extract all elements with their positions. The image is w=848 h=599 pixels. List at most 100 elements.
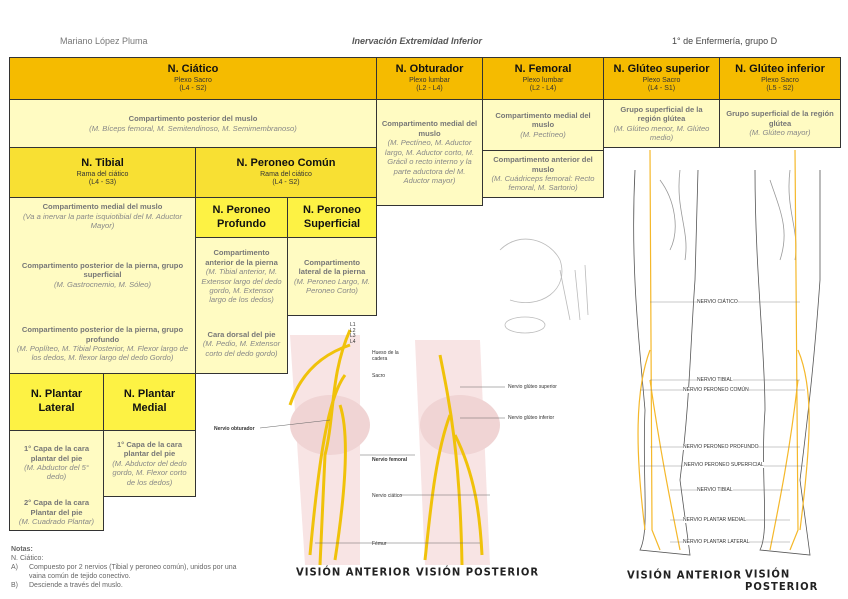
muscles: (M. Glúteo mayor) bbox=[749, 128, 811, 138]
muscles: (M. Peroneo Largo, M. Peroneo Corto) bbox=[294, 276, 370, 295]
muscles: (Va a inervar la parte isquiotibial del … bbox=[23, 211, 182, 231]
note-text: Compuesto por 2 nervios (Tibial y perone… bbox=[29, 564, 237, 581]
muscles: (M. Tibial anterior, M. Extensor largo d… bbox=[201, 267, 282, 305]
plantar-lateral-body-2: 2° Capa de la cara Plantar del pie(M. Cu… bbox=[9, 495, 104, 531]
hip-nerves-illustration bbox=[259, 329, 505, 566]
muscles: (M. Pedio, M. Extensor corto del dedo go… bbox=[202, 339, 281, 358]
legs-nerves-illustration bbox=[633, 150, 821, 556]
femoral-body-1: Compartimento medial del muslo(M. Pectín… bbox=[482, 99, 604, 151]
peroneo-profundo-body-2: Cara dorsal del pie(M. Pedio, M. Extenso… bbox=[195, 315, 288, 374]
nerve-name: N. Tibial bbox=[81, 156, 124, 169]
roots: (L4 - S3) bbox=[88, 179, 117, 187]
label-nervio-ciatico: Nervio ciático bbox=[372, 493, 403, 499]
compartment-title: Compartimento medial del muslo bbox=[495, 110, 591, 130]
muscles: (M. Pectíneo, M. Aductor largo, M. Aduct… bbox=[384, 138, 475, 186]
compartment-title: Compartimento medial del muslo bbox=[42, 202, 163, 212]
muscles: (M. Poplíteo, M. Tibial Posterior, M. Fl… bbox=[16, 344, 189, 363]
note-marker: A) bbox=[11, 564, 18, 572]
compartment-title: Cara dorsal del pie bbox=[207, 329, 276, 339]
ciatico-body: Compartimento posterior del muslo(M. Bíc… bbox=[9, 99, 377, 148]
muscles: (M. Abductor del dedo gordo, M. Flexor c… bbox=[112, 458, 187, 487]
label-nervio-ciatico: NERVIO CIÁTICO bbox=[697, 299, 738, 305]
notes: Notas: N. Ciático: A) Compuesto por 2 ner… bbox=[11, 545, 251, 590]
nerve-name: N. Obturador bbox=[395, 62, 464, 75]
peroneo-profundo-header: N. Peroneo Profundo bbox=[195, 197, 288, 238]
peroneo-superficial-header: N. Peroneo Superficial bbox=[287, 197, 377, 238]
origin: Rama del ciático bbox=[76, 170, 129, 178]
compartment-title: Compartimento anterior del muslo bbox=[493, 155, 593, 174]
caption-vision-posterior: VISIÓN POSTERIOR bbox=[416, 566, 540, 579]
nerve-name: N. Peroneo Profundo bbox=[212, 203, 271, 230]
note-marker: B) bbox=[11, 582, 18, 590]
muscles: (M. Bíceps femoral, M. Semitendinoso, M.… bbox=[89, 123, 297, 133]
tibial-body-2: Compartimento posterior de la pierna, gr… bbox=[9, 235, 196, 316]
group-label: 1° de Enfermería, grupo D bbox=[672, 36, 778, 46]
level-label: L4 bbox=[350, 338, 356, 345]
caption-vision-anterior: VISIÓN ANTERIOR bbox=[296, 566, 412, 579]
nerve-name: N. Ciático bbox=[167, 62, 219, 75]
label-nervio-plantar-lateral: NERVIO PLANTAR LATERAL bbox=[683, 539, 750, 545]
label-sacro: Sacro bbox=[372, 373, 386, 379]
note-item: B) Desciende a través del muslo. bbox=[11, 581, 251, 590]
note-item: A) Compuesto por 2 nervios (Tibial y pero… bbox=[11, 563, 251, 581]
compartment-title: Compartimento anterior de la pierna bbox=[205, 248, 278, 267]
roots: (L2 - L4) bbox=[529, 85, 557, 93]
label-nervio-peroneo-superficial: NERVIO PERONEO SUPERFICIAL bbox=[684, 462, 764, 468]
nerve-name: N. Plantar Medial bbox=[123, 388, 176, 414]
plantar-lateral-body-1: 1° Capa de la cara plantar del pie(M. Ab… bbox=[9, 430, 104, 496]
label-nervio-tibial-2: NERVIO TIBIAL bbox=[697, 487, 733, 493]
muscles: (M. Pectíneo) bbox=[520, 129, 566, 139]
compartment-title: 1° Capa de la cara plantar del pie bbox=[116, 439, 183, 459]
roots: (L5 - S2) bbox=[766, 85, 794, 93]
tibial-body-3: Compartimento posterior de la pierna, gr… bbox=[9, 315, 196, 374]
notes-subtitle: N. Ciático: bbox=[11, 555, 44, 563]
caption-vision-posterior-legs: VISIÓN POSTERIOR bbox=[745, 568, 819, 594]
label-nervio-gluteo-superior: Nervio glúteo superior bbox=[508, 384, 557, 390]
nerve-name: N. Plantar Lateral bbox=[30, 388, 83, 414]
label-nervio-obturador: Nervio obturador bbox=[214, 426, 255, 432]
notes-title: Notas: bbox=[11, 546, 33, 553]
compartment-title: Compartimento medial del muslo bbox=[381, 119, 478, 138]
label-nervio-peroneo-comun: NERVIO PERONEO COMÚN bbox=[683, 387, 749, 393]
label-nervio-femoral: Nervio femoral bbox=[372, 457, 408, 463]
origin: Rama del ciático bbox=[260, 170, 312, 178]
muscles: (M. Gastrocnemio, M. Sóleo) bbox=[53, 279, 152, 289]
compartment-title: 2° Capa de la cara Plantar del pie bbox=[23, 498, 90, 517]
level-label: L1 bbox=[350, 322, 356, 328]
nerve-name: N. Peroneo Superficial bbox=[302, 203, 362, 230]
gluteo-superior-body: Grupo superficial de la región glútea(M.… bbox=[603, 99, 720, 148]
roots: (L4 - S2) bbox=[179, 85, 207, 93]
page-title: Inervación Extremidad Inferior bbox=[352, 36, 483, 46]
gluteo-inferior-body: Grupo superficial de la región glútea(M.… bbox=[719, 99, 841, 148]
compartment-title: Grupo superficial de la región glútea bbox=[726, 109, 834, 128]
compartment-title: Compartimento lateral de la pierna bbox=[298, 257, 366, 277]
label-nervio-gluteo-inferior: Nervio glúteo inferior bbox=[508, 415, 555, 421]
compartment-title: Compartimento posterior de la pierna, gr… bbox=[21, 325, 184, 344]
obturador-body: Compartimento medial del muslo(M. Pectín… bbox=[376, 99, 483, 206]
note-text: Desciende a través del muslo. bbox=[29, 582, 123, 590]
compartment-title: Compartimento posterior del muslo bbox=[128, 114, 258, 124]
nerve-name: N. Glúteo superior bbox=[613, 62, 710, 75]
plexus: Plexo Sacro bbox=[761, 76, 799, 84]
compartment-title: Compartimento posterior de la pierna, gr… bbox=[21, 260, 184, 280]
nerve-name: N. Glúteo inferior bbox=[735, 62, 825, 75]
nerve-name: N. Peroneo Común bbox=[236, 156, 336, 169]
plantar-lateral-header: N. Plantar Lateral bbox=[9, 373, 104, 431]
peroneo-profundo-body-1: Compartimento anterior de la pierna(M. T… bbox=[195, 237, 288, 316]
roots: (L4 - S1) bbox=[647, 85, 676, 93]
caption-vision-anterior-legs: VISIÓN ANTERIOR bbox=[627, 569, 743, 582]
plantar-medial-body: 1° Capa de la cara plantar del pie(M. Ab… bbox=[103, 430, 196, 497]
plexus: Plexo Sacro bbox=[174, 76, 212, 84]
femoral-body-2: Compartimento anterior del muslo(M. Cuád… bbox=[482, 150, 604, 198]
plantar-medial-header: N. Plantar Medial bbox=[103, 373, 196, 431]
muscles: (M. Cuádriceps femoral: Recto femoral, M… bbox=[491, 174, 595, 193]
compartment-title: Grupo superficial de la región glútea bbox=[620, 104, 703, 124]
roots: (L4 - S2) bbox=[272, 179, 300, 187]
muscles: (M. Abductor del 5° dedo) bbox=[24, 463, 89, 482]
label-hueso-cadera: Hueso de la cadera bbox=[372, 350, 399, 362]
